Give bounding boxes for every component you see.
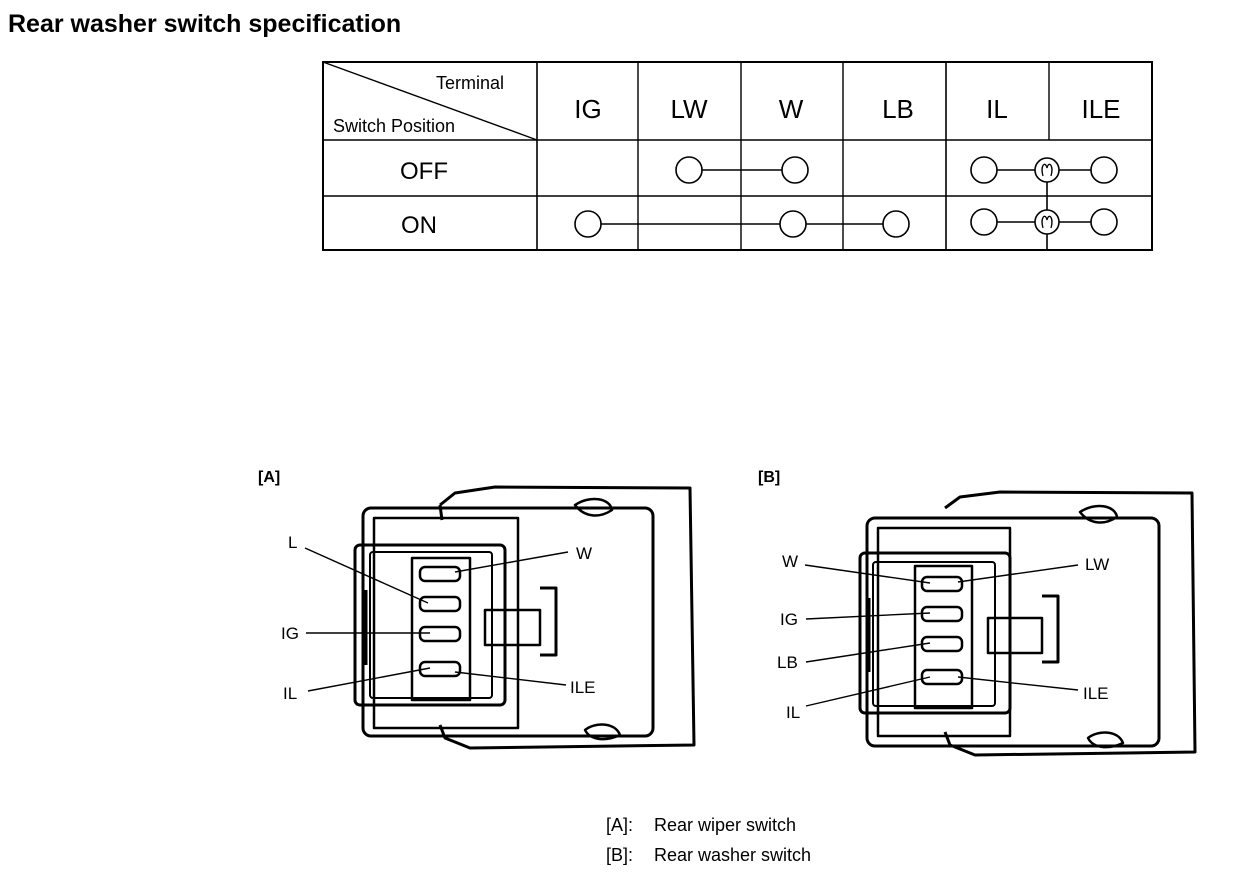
diagram-a-tag: [A] [258,469,280,486]
page-title: Rear washer switch specification [8,10,402,38]
label-b-ig: IG [780,610,798,629]
bulb-icon [1034,209,1060,235]
pin-w [418,565,462,583]
label-a-ile: ILE [570,678,596,697]
label-b-w: W [782,552,798,571]
row-label-on: ON [401,212,437,239]
legend: [A]: Rear wiper switch [B]: Rear washer sw… [606,810,811,870]
terminal-dot-il [970,156,998,184]
label-a-l: L [288,533,297,552]
terminal-dot-il [970,208,998,236]
pin-l [418,595,462,613]
header-switch-position-label: Switch Position [333,116,455,136]
label-b-lb: LB [777,653,798,672]
connector-a-drawing [353,485,696,750]
terminal-header-il: IL [986,94,1008,124]
label-a-il: IL [283,684,297,703]
continuity-table [322,61,1153,251]
terminal-header-lb: LB [882,94,914,124]
terminal-header-ig: IG [574,94,601,124]
terminal-dot-lw [675,156,703,184]
legend-key: [B]: [606,845,634,865]
diagram-b-tag: [B] [758,469,780,486]
terminal-dot-ile [1090,208,1118,236]
terminal-dot-w [781,156,809,184]
label-a-w: W [576,544,592,563]
terminal-dot-ig [574,210,602,238]
legend-key: [A]: [606,815,634,835]
legend-text: Rear washer switch [654,845,812,865]
label-b-il: IL [786,703,800,722]
terminal-header-w: W [779,94,804,124]
label-a-ig: IG [281,624,299,643]
continuity-off [675,156,1118,184]
connector-b-drawing [858,490,1197,757]
pin-il [418,660,462,678]
terminal-dot-ile [1090,156,1118,184]
header-terminal-label: Terminal [436,73,504,93]
label-b-ile: ILE [1083,684,1109,703]
legend-item: [B]: Rear washer switch [606,840,811,870]
terminal-header-lw: LW [670,94,708,124]
legend-text: Rear wiper switch [654,815,797,835]
continuity-on [574,208,1118,250]
legend-item: [A]: Rear wiper switch [606,810,811,840]
pin-ig [920,605,964,623]
label-b-lw: LW [1085,555,1109,574]
connector-a-leaders [304,547,569,692]
terminal-header-ile: ILE [1081,94,1120,124]
terminal-dot-w [779,210,807,238]
terminal-dot-lb [882,210,910,238]
header-diagonal [322,61,538,141]
row-label-off: OFF [400,158,448,185]
connector-b-leaders [804,564,1079,707]
pin-ig [418,625,462,643]
bulb-icon [1034,157,1060,183]
pin-w [920,575,964,593]
